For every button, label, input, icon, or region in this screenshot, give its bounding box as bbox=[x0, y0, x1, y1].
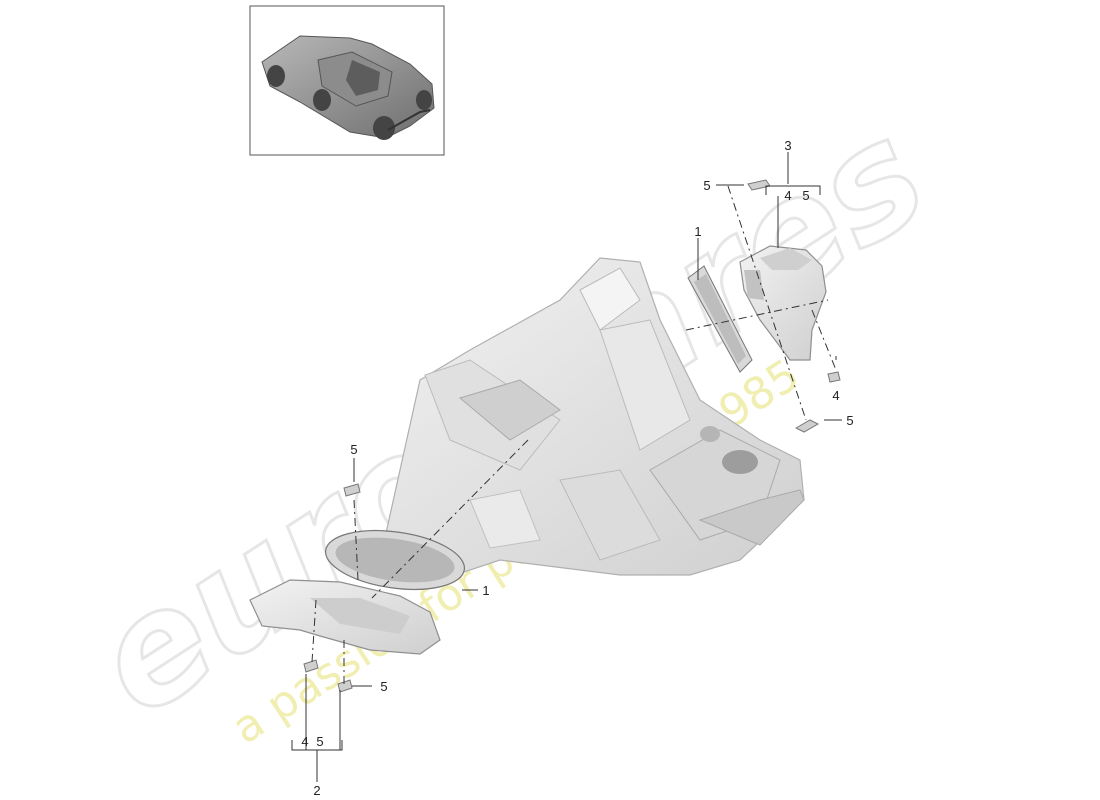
callout-5-left-top: 5 bbox=[350, 442, 357, 457]
callout-4-group-left: 4 bbox=[301, 734, 308, 749]
callout-5-group-left: 5 bbox=[316, 734, 323, 749]
left-clips bbox=[303, 483, 361, 693]
left-intake-duct bbox=[249, 579, 441, 655]
leader-lines bbox=[291, 152, 842, 782]
vehicle-thumbnail bbox=[249, 5, 445, 156]
callout-5-right-bottom: 5 bbox=[846, 413, 853, 428]
callout-labels: 3 5 4 5 1 4 5 5 1 5 4 5 2 bbox=[301, 138, 853, 798]
right-clips bbox=[747, 179, 841, 433]
callout-5-right-top: 5 bbox=[703, 178, 710, 193]
callout-4-right: 4 bbox=[832, 388, 839, 403]
rear-frame-structure bbox=[379, 257, 805, 581]
callout-1-upper: 1 bbox=[694, 224, 701, 239]
callout-4-group-right: 4 bbox=[784, 188, 791, 203]
callout-5-left-bottom: 5 bbox=[380, 679, 387, 694]
callout-1-lower: 1 bbox=[482, 583, 489, 598]
callout-2: 2 bbox=[313, 783, 320, 798]
callout-5-group-right: 5 bbox=[802, 188, 809, 203]
left-air-filter-element bbox=[324, 530, 466, 590]
assembly-lines bbox=[311, 185, 837, 684]
car-icon bbox=[261, 35, 435, 140]
right-air-filter-element bbox=[687, 265, 753, 373]
callout-3: 3 bbox=[784, 138, 791, 153]
